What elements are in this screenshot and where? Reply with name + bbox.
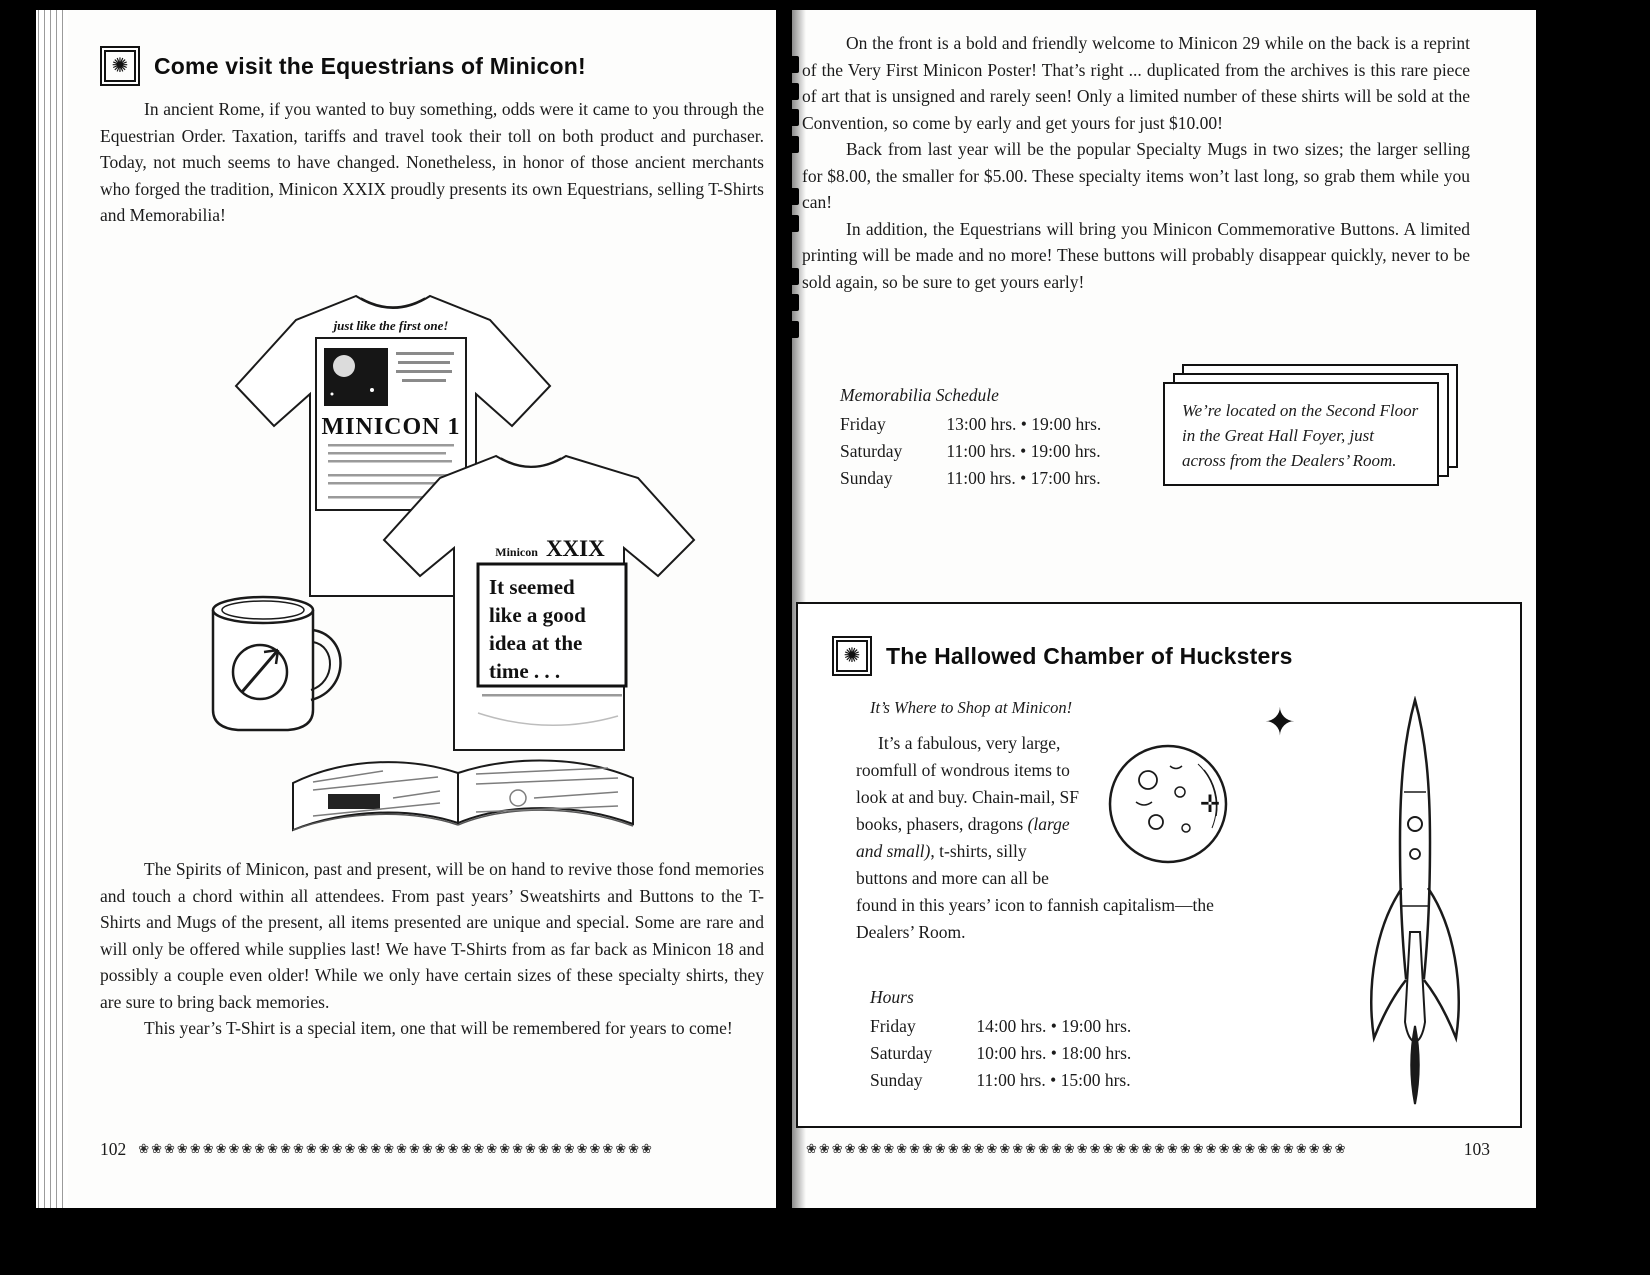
location-note: We’re located on the Second Floor in the…: [1163, 382, 1439, 486]
hucksters-heading: ✺ The Hallowed Chamber of Hucksters: [832, 636, 1293, 676]
equestrians-title: Come visit the Equestrians of Minicon!: [154, 52, 586, 79]
shirt-sales-paragraphs: On the front is a bold and friendly welc…: [802, 30, 1470, 295]
schedule-row: Saturday 11:00 hrs. • 19:00 hrs.: [840, 438, 1101, 465]
schedule-day: Sunday: [840, 468, 893, 488]
merchandise-illustration: just like the first one! MINICON 1: [211, 294, 696, 832]
schedule-row: Friday 13:00 hrs. • 19:00 hrs.: [840, 411, 1101, 438]
schedule-day: Friday: [840, 414, 886, 434]
equestrians-heading: ✺ Come visit the Equestrians of Minicon!: [100, 46, 586, 86]
page-102: ✺ Come visit the Equestrians of Minicon!…: [36, 10, 776, 1208]
moon: [1108, 744, 1228, 864]
paragraph: In ancient Rome, if you wanted to buy so…: [100, 99, 764, 225]
svg-text:idea at the: idea at the: [489, 631, 582, 655]
svg-text:time . . .: time . . .: [489, 659, 560, 683]
hours-times: 10:00 hrs. • 18:00 hrs.: [976, 1043, 1132, 1063]
body-text-italic: (large and small): [856, 814, 1070, 861]
hours-day: Friday: [870, 1016, 916, 1036]
equestrians-intro: In ancient Rome, if you wanted to buy so…: [100, 96, 764, 229]
paragraph: The Spirits of Minicon, past and present…: [100, 859, 764, 1012]
minicon-logo: [231, 643, 289, 701]
svg-text:It seemed: It seemed: [489, 575, 575, 599]
ornament-border: ❀❀❀❀❀❀❀❀❀❀❀❀❀❀❀❀❀❀❀❀❀❀❀❀❀❀❀❀❀❀❀❀❀❀❀❀❀❀❀❀: [138, 1142, 654, 1157]
paragraph: On the front is a bold and friendly welc…: [802, 33, 1470, 133]
moon-illustration: [1092, 730, 1254, 878]
right-page-footer: ❀❀❀❀❀❀❀❀❀❀❀❀❀❀❀❀❀❀❀❀❀❀❀❀❀❀❀❀❀❀❀❀❀❀❀❀❀❀❀❀…: [806, 1139, 1490, 1160]
memorabilia-schedule: Memorabilia Schedule Friday 13:00 hrs. •…: [840, 382, 1101, 492]
book-page-edges: [36, 10, 68, 1208]
ornament-border: ❀❀❀❀❀❀❀❀❀❀❀❀❀❀❀❀❀❀❀❀❀❀❀❀❀❀❀❀❀❀❀❀❀❀❀❀❀❀❀❀…: [806, 1142, 1348, 1157]
schedule-times: 13:00 hrs. • 19:00 hrs.: [946, 414, 1102, 434]
hours-row: Sunday 11:00 hrs. • 15:00 hrs.: [870, 1067, 1131, 1094]
schedule-times: 11:00 hrs. • 17:00 hrs.: [946, 468, 1101, 488]
hours-row: Saturday 10:00 hrs. • 18:00 hrs.: [870, 1040, 1131, 1067]
paragraph: This year’s T-Shirt is a special item, o…: [144, 1018, 733, 1038]
hours-day: Saturday: [870, 1043, 933, 1063]
cross-sparkle-icon: ✛: [1200, 790, 1221, 818]
paragraph: Back from last year will be the popular …: [802, 139, 1470, 212]
ornament-medallion-icon: ✺: [832, 636, 872, 676]
schedule-row: Sunday 11:00 hrs. • 17:00 hrs.: [840, 465, 1101, 492]
hours-day: Sunday: [870, 1070, 923, 1090]
svg-text:like a good: like a good: [489, 603, 586, 627]
dealers-room-hours: Hours Friday 14:00 hrs. • 19:00 hrs. Sat…: [870, 984, 1131, 1094]
schedule-times: 11:00 hrs. • 19:00 hrs.: [946, 441, 1101, 461]
sparkle-icon: ✦: [1264, 700, 1296, 744]
shirt-caption: just like the first one!: [332, 318, 449, 333]
page-103: On the front is a bold and friendly welc…: [790, 10, 1536, 1208]
body-text: It’s a fabulous, very large, roomfull of…: [856, 733, 1079, 834]
ornament-medallion-icon: ✺: [100, 46, 140, 86]
hours-times: 11:00 hrs. • 15:00 hrs.: [976, 1070, 1131, 1090]
hours-times: 14:00 hrs. • 19:00 hrs.: [976, 1016, 1132, 1036]
page-number: 103: [1463, 1139, 1490, 1159]
hucksters-subtitle: It’s Where to Shop at Minicon!: [870, 698, 1073, 717]
page-number: 102: [100, 1139, 127, 1159]
hours-row: Friday 14:00 hrs. • 19:00 hrs.: [870, 1013, 1131, 1040]
svg-text:Minicon XXIX: Minicon XXIX: [495, 536, 605, 561]
spirits-paragraphs: The Spirits of Minicon, past and present…: [100, 856, 764, 1042]
hucksters-body: It’s a fabulous, very large, roomfull of…: [856, 730, 1254, 946]
schedule-title: Memorabilia Schedule: [840, 385, 999, 405]
paragraph: In addition, the Equestrians will bring …: [802, 218, 1470, 292]
location-note-text: We’re located on the Second Floor in the…: [1182, 401, 1419, 470]
hucksters-section: ✺ The Hallowed Chamber of Hucksters It’s…: [796, 602, 1522, 1128]
rocket-illustration: [1350, 696, 1480, 1108]
scan-gutter-artifacts: [790, 56, 799, 73]
body-text: , t-shirts, silly buttons and more can a…: [856, 841, 1214, 942]
mug: [211, 610, 315, 732]
poster-title: MINICON 1: [322, 414, 461, 440]
left-page-footer: 102 ❀❀❀❀❀❀❀❀❀❀❀❀❀❀❀❀❀❀❀❀❀❀❀❀❀❀❀❀❀❀❀❀❀❀❀❀…: [100, 1139, 742, 1160]
hours-title: Hours: [870, 987, 914, 1007]
hucksters-title: The Hallowed Chamber of Hucksters: [886, 642, 1293, 669]
schedule-day: Saturday: [840, 441, 903, 461]
